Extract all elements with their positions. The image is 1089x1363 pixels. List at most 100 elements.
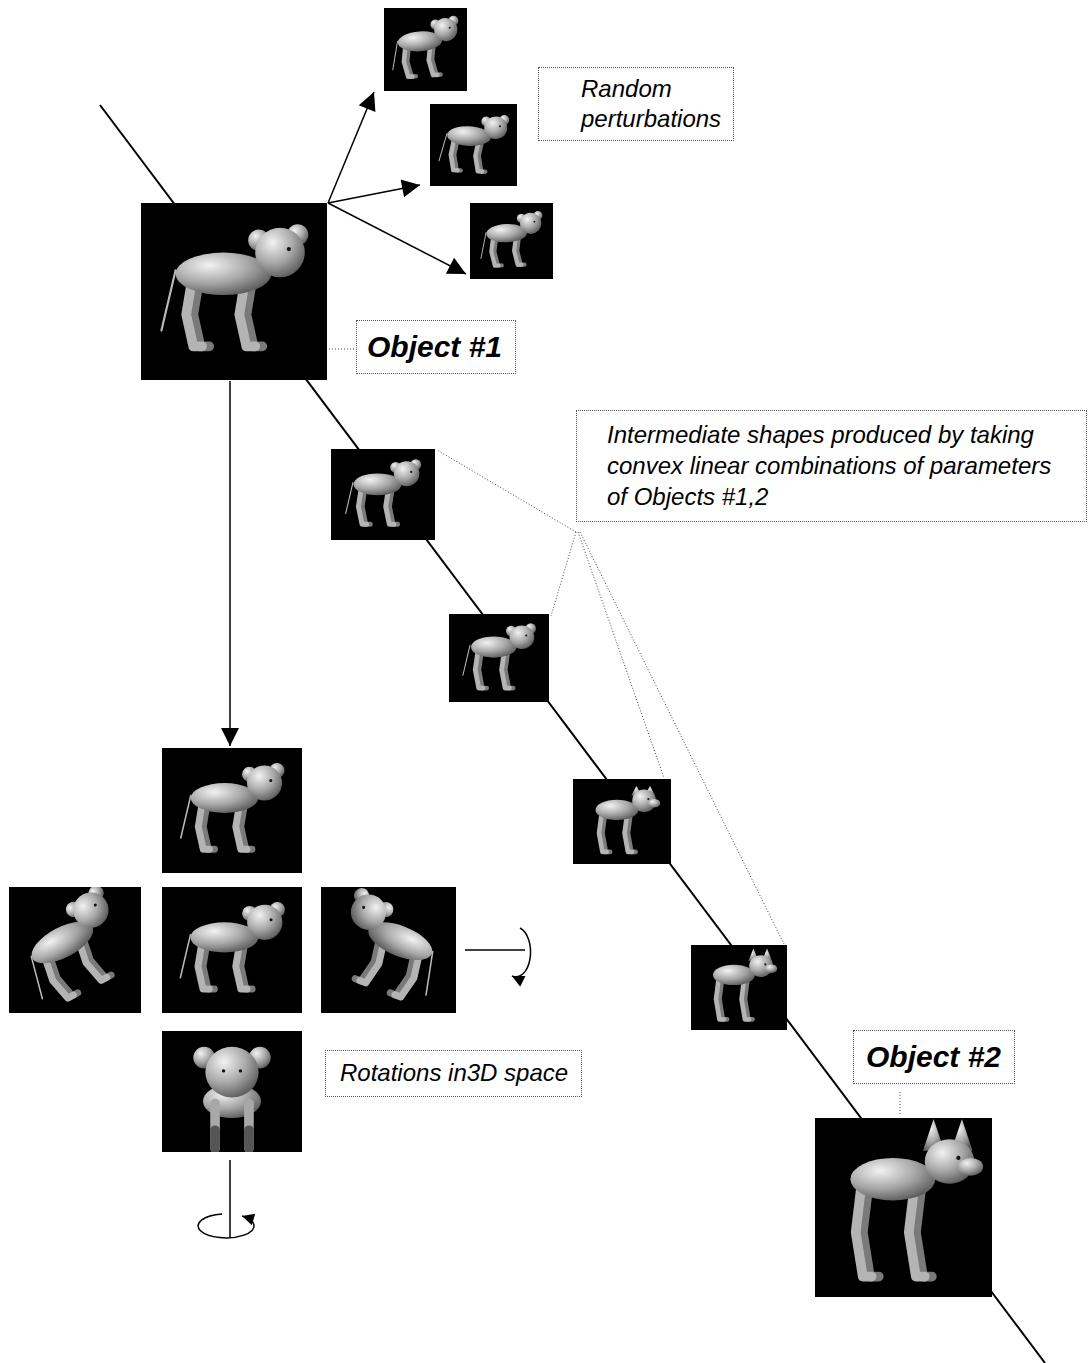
limb — [210, 1104, 220, 1149]
figure-panel — [449, 614, 549, 702]
leader-line — [580, 532, 784, 944]
limb — [244, 1104, 254, 1149]
label-text: Random perturbations — [581, 74, 721, 134]
panel-ground — [470, 203, 553, 279]
leader-line — [900, 1092, 901, 1116]
body-part — [648, 799, 660, 808]
label-text: Object #2 — [866, 1039, 1002, 1075]
figure-panel — [573, 779, 671, 864]
figure-panel — [691, 945, 787, 1030]
body-part — [525, 634, 527, 636]
figure-panel — [430, 104, 517, 186]
figure-panel — [162, 1031, 302, 1152]
body-part — [362, 905, 366, 909]
body-part — [484, 116, 508, 140]
body-part — [205, 1047, 258, 1098]
body-part — [410, 471, 412, 473]
limb — [742, 979, 750, 1019]
limb — [439, 133, 447, 161]
leader-line — [437, 450, 576, 532]
panel-ground — [162, 748, 302, 873]
body-part — [239, 1069, 242, 1072]
body-part — [346, 889, 392, 935]
limb — [244, 1130, 254, 1148]
limb — [909, 1188, 925, 1277]
body-part — [270, 918, 273, 921]
label-box: Rotations in3D space — [325, 1050, 582, 1097]
label-text: Rotations in3D space — [340, 1059, 569, 1088]
body-part — [471, 637, 516, 658]
limb — [480, 232, 487, 258]
body-part — [394, 461, 419, 486]
body-part — [499, 125, 501, 127]
body-part — [247, 766, 282, 801]
limb — [502, 651, 510, 688]
figure-panel — [815, 1118, 992, 1297]
limb — [599, 814, 607, 852]
rotation-axis — [229, 1160, 231, 1238]
interpolation-axis — [100, 105, 1045, 1363]
body-part — [764, 963, 766, 965]
limb — [475, 651, 483, 688]
body-part — [958, 1158, 983, 1176]
leader-line — [551, 532, 576, 616]
limb — [463, 645, 470, 675]
limb — [358, 489, 366, 524]
body-part — [433, 17, 458, 42]
body-part — [647, 798, 649, 800]
rotation-axis — [465, 949, 525, 951]
arrow — [328, 92, 374, 203]
arrow — [229, 381, 231, 746]
body-part — [533, 221, 535, 223]
figure-panel — [331, 449, 435, 540]
label-box: Object #2 — [853, 1030, 1015, 1084]
limb — [180, 935, 190, 978]
limb — [625, 814, 633, 852]
body-part — [287, 247, 291, 251]
body-part — [713, 965, 755, 985]
figure-panel — [384, 8, 467, 91]
limb — [181, 796, 191, 839]
panel-ground — [430, 104, 517, 186]
body-part — [67, 887, 115, 934]
limb — [391, 41, 400, 70]
body-part — [510, 625, 535, 649]
figure-panel — [141, 203, 327, 380]
panel-ground — [141, 203, 327, 380]
body-part — [269, 779, 272, 782]
panel-ground — [384, 8, 467, 91]
panel-ground — [449, 614, 549, 702]
panel-ground — [162, 887, 302, 1013]
figure-panel — [470, 203, 553, 279]
limb — [856, 1188, 872, 1277]
panel-ground — [573, 779, 671, 864]
body-part — [255, 228, 305, 278]
figure-panel — [321, 886, 456, 1013]
label-box: Random perturbations — [538, 67, 734, 141]
arrow — [328, 203, 466, 274]
rotation-arrow — [512, 928, 531, 977]
label-box: Object #1 — [356, 320, 516, 374]
figure-panel — [7, 883, 141, 1013]
panel-ground — [331, 449, 435, 540]
body-part — [765, 964, 777, 973]
limb — [210, 1130, 220, 1148]
limb — [716, 979, 724, 1019]
label-text: Object #1 — [367, 329, 503, 365]
label-box: Intermediate shapes produced by taking c… — [576, 410, 1087, 522]
body-part — [850, 1158, 935, 1200]
body-part — [222, 1069, 225, 1072]
body-part — [520, 212, 542, 234]
figure-panel — [162, 748, 302, 873]
leader-line — [329, 349, 354, 350]
rotation-arrow — [198, 1214, 254, 1238]
body-part — [247, 905, 282, 940]
body-part — [93, 903, 97, 907]
leader-line — [578, 532, 664, 778]
panel-ground — [321, 887, 456, 1013]
body-part — [449, 27, 451, 29]
arrow — [328, 185, 420, 203]
limb — [161, 270, 175, 330]
